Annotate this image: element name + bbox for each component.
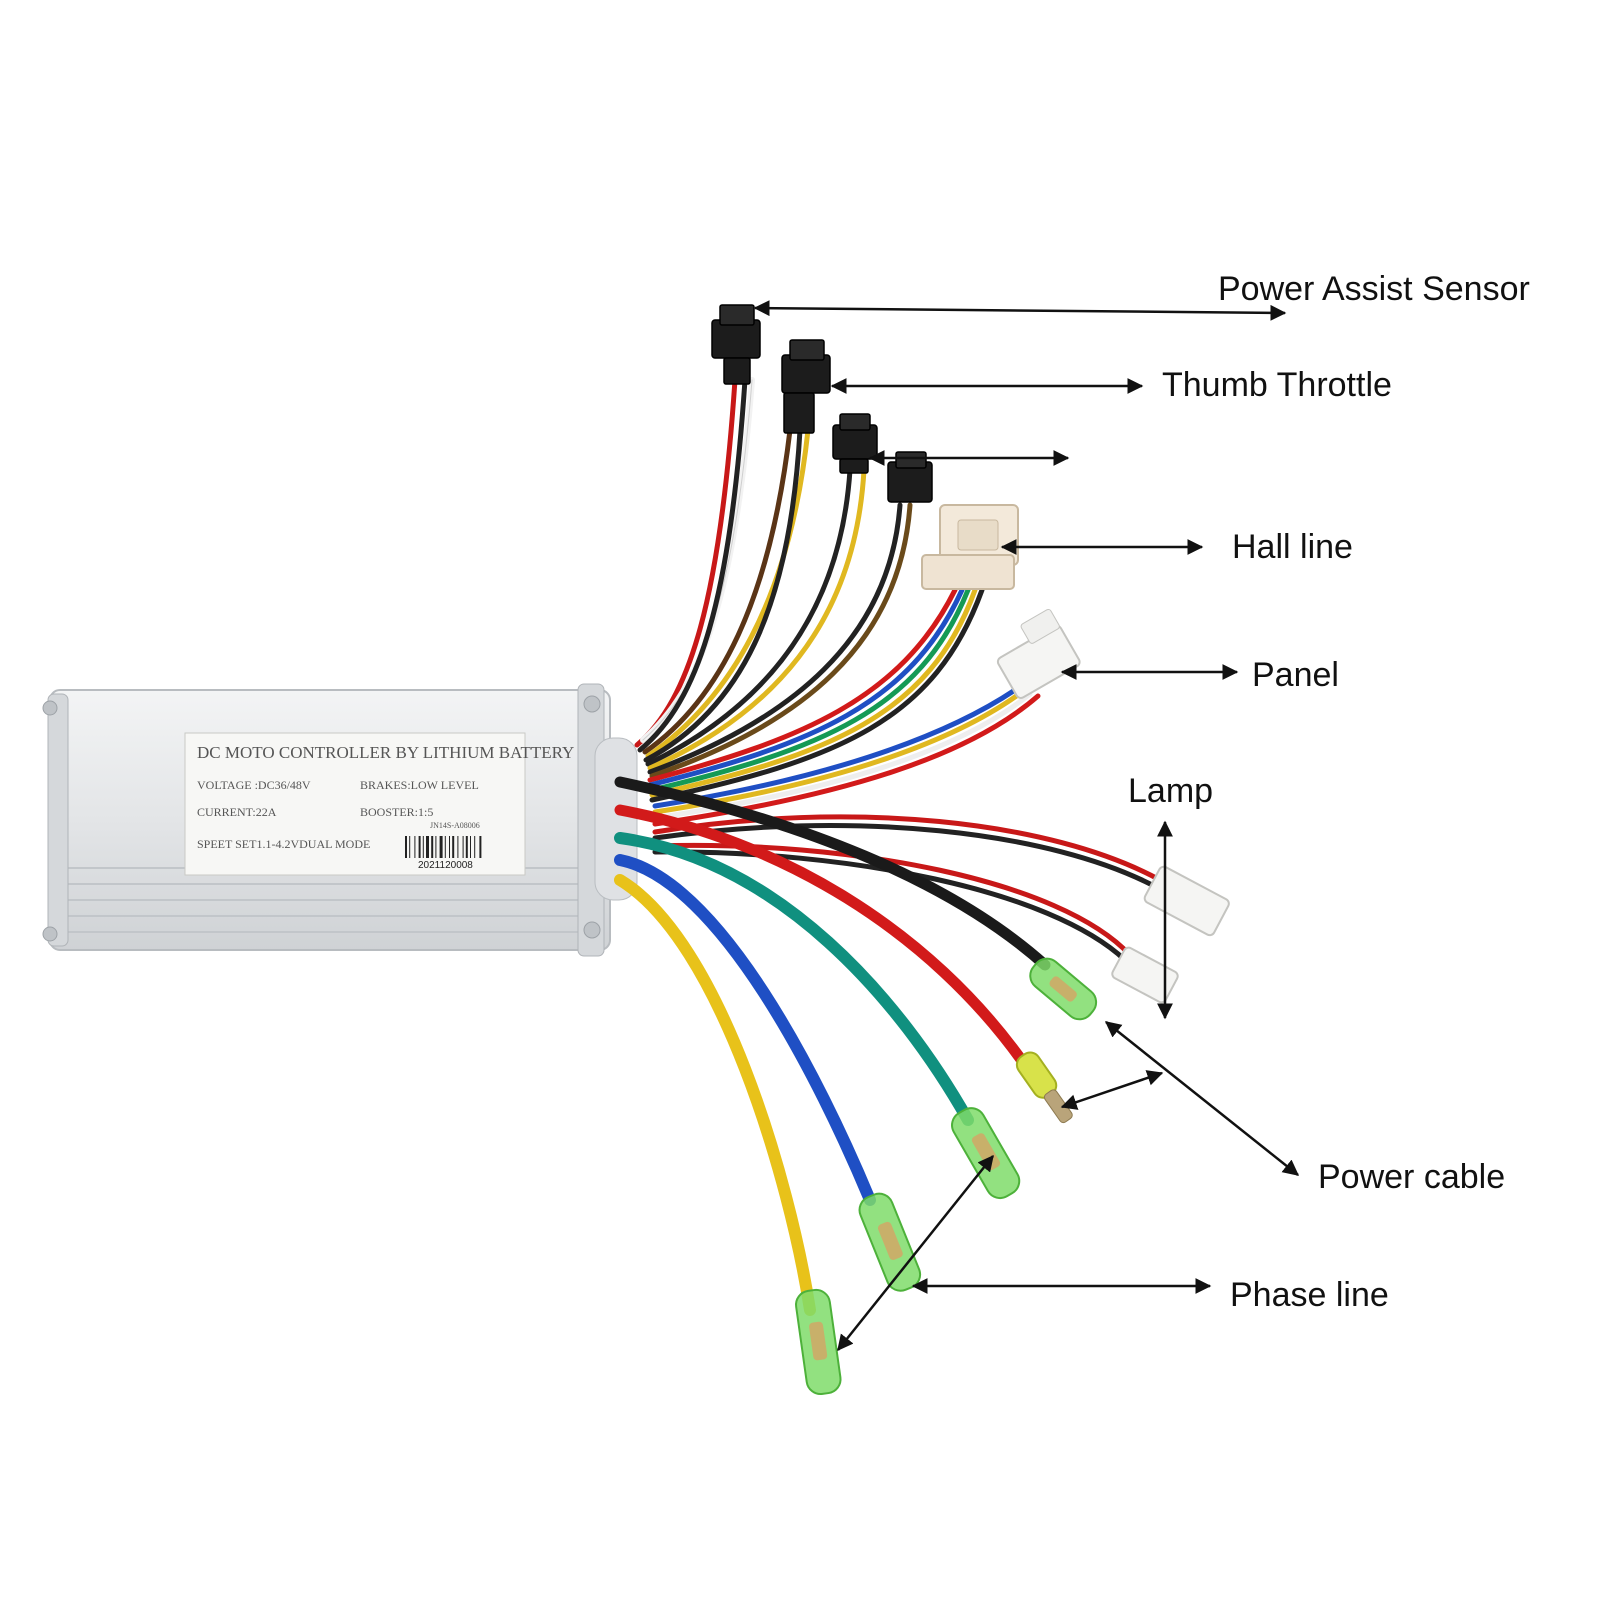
phase-terminal-yellow [795,1288,842,1396]
wire-hall-yellow [649,587,978,798]
label-lamp: Lamp [1128,772,1213,810]
wire-brake1-black [645,467,853,767]
sticker-model: JN14S-A08006 [430,821,480,830]
barcode-bar [409,836,411,858]
barcode-bar [470,836,471,858]
sticker-title: DC MOTO CONTROLLER BY LITHIUM BATTERY [197,743,574,762]
callout-labels: Power Assist Sensor Thumb Throttle Hall … [1128,270,1530,1314]
barcode-bar [422,836,424,858]
fourth-signal-connector [887,451,933,503]
barcode-bar [449,836,450,858]
barcode-bar [452,836,455,858]
wire-sensor-black [637,377,748,753]
sticker-serial: 2021120008 [418,860,473,871]
screw [583,921,601,939]
power-wires [614,776,1051,1316]
wire-phase-yellow [614,874,816,1316]
barcode-bar [439,836,443,858]
barcode [405,836,482,858]
spec-sticker: DC MOTO CONTROLLER BY LITHIUM BATTERY VO… [184,732,574,876]
barcode-bar [426,836,429,858]
arrow-phase-diagonal [837,1154,994,1352]
lamp-connector-lower [1111,946,1179,1004]
wire-sensor-white [640,377,755,743]
wire-panel-blue [652,687,1018,809]
sticker-brakes: BRAKES:LOW LEVEL [360,778,479,792]
wire-hall-red [647,587,958,783]
barcode-bar [414,836,416,858]
phase-terminal-green [951,1107,1021,1200]
panel-connector [996,608,1081,699]
label-hall-line: Hall line [1232,528,1353,566]
screw [42,926,58,942]
wire-power-black [614,776,1051,971]
label-panel: Panel [1252,656,1339,694]
barcode-bar [405,836,407,858]
phase-terminal-blue [858,1192,922,1292]
wire-hall-green [649,587,971,793]
housing-endcap-left [47,693,69,947]
arrow-power-cable-red [1060,1070,1164,1110]
wire-power-red [614,804,1031,1071]
screw [583,695,601,713]
wire-throttle-yellow [645,427,811,759]
barcode-bar [418,836,421,858]
barcode-bar [435,836,437,858]
barcode-bar [474,836,476,858]
arrow-power-cable [1104,1021,1300,1176]
barcode-bar [431,836,434,858]
callout-arrows [753,300,1300,1352]
third-signal-connector [832,413,878,474]
wire-panel-yellow [652,689,1025,815]
arrow-power-assist-sensor [753,300,1287,321]
barcode-bar [444,836,446,858]
barcode-bar [479,836,482,858]
wire-throttle-black [643,427,803,763]
thumb-throttle-connector [781,339,831,434]
barcode-bar [465,836,468,858]
power-terminal-red [1015,1051,1073,1124]
wire-lamp1-black [652,822,1161,891]
wire-brake1-yellow [647,467,867,771]
wire-brake2-black [647,502,903,775]
wire-brake2-brown [649,502,913,779]
signal-wires [634,377,1163,963]
black-connectors [711,304,933,503]
barcode-bar [462,836,464,858]
wire-lamp1-red [652,814,1163,883]
label-thumb-throttle: Thumb Throttle [1162,366,1392,404]
screw [42,700,58,716]
wire-hall-blue [647,587,965,788]
wire-sensor-white-edge [642,379,753,741]
sticker-speed: SPEET SET1.1-4.2VDUAL MODE [197,837,370,851]
wire-throttle-brown [642,427,793,755]
green-terminals [795,957,1098,1396]
sticker-booster: BOOSTER:1:5 [360,805,433,819]
barcode-bar [457,836,459,858]
wire-lamp2-black [652,849,1128,963]
power-assist-sensor-connector [711,304,761,385]
wire-phase-green [614,832,974,1126]
label-phase-line: Phase line [1230,1276,1389,1314]
label-power-cable: Power cable [1318,1158,1505,1196]
label-power-assist-sensor: Power Assist Sensor [1218,270,1530,308]
wire-phase-blue [614,854,876,1206]
sticker-voltage: VOLTAGE :DC36/48V [197,778,311,792]
hall-line-connector [921,504,1019,590]
lamp-connector-upper [1143,865,1230,937]
power-terminal-black [1029,957,1098,1021]
wire-hall-black [649,587,985,803]
sticker-current: CURRENT:22A [197,805,277,819]
